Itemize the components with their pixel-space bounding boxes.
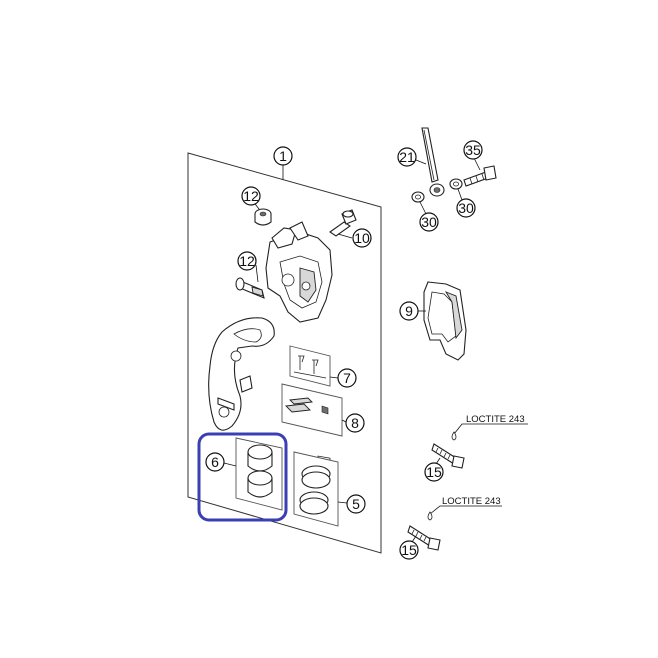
loctite-note-1: LOCTITE 243 [466, 414, 525, 425]
leader-12-mid [255, 264, 259, 283]
caliper-bracket-part [208, 317, 275, 431]
washer-part-30-left [411, 191, 425, 203]
banjo-bolt-part-35 [463, 165, 497, 187]
callout-10: 10 [352, 228, 372, 248]
kit-box-8 [281, 383, 343, 479]
callout-21: 21 [397, 147, 417, 167]
assembly-frame [187, 152, 382, 554]
svg-text:5: 5 [352, 496, 360, 512]
highlight-box-part-6 [197, 432, 288, 522]
piston-upper [247, 444, 273, 472]
leader-35 [473, 157, 481, 171]
callout-9: 9 [399, 301, 419, 321]
leader-loctite-1 [453, 423, 528, 435]
brake-pad-part-9 [423, 281, 467, 361]
washer-part-30-right [449, 178, 463, 190]
callout-5: 5 [346, 494, 366, 514]
drop-icon [427, 511, 433, 521]
leader-8 [341, 419, 347, 423]
callout-15-bottom: 15 [399, 540, 419, 560]
callout-1: 1 [273, 146, 293, 166]
leader-10 [337, 233, 353, 239]
cap-part-12-top [254, 208, 272, 226]
svg-text:30: 30 [421, 214, 437, 230]
svg-text:9: 9 [405, 303, 413, 319]
svg-text:35: 35 [465, 142, 481, 158]
svg-text:8: 8 [351, 415, 359, 431]
leader-6 [223, 462, 237, 467]
leader-5 [337, 501, 348, 504]
leader-30-right [457, 188, 463, 201]
bleeder-screw-part-10 [329, 209, 357, 237]
svg-text:15: 15 [401, 542, 417, 558]
callout-12-mid: 12 [237, 251, 257, 271]
kit-box-7 [289, 345, 331, 387]
drop-icon [451, 431, 457, 441]
callout-12-top: 12 [241, 186, 261, 206]
leader-7 [329, 376, 339, 379]
callout-30-left: 30 [419, 212, 439, 232]
brake-caliper-part [265, 221, 333, 323]
bolt-part-12-mid [235, 277, 265, 299]
screw-part-15-top [431, 443, 465, 469]
callout-15-top: 15 [424, 462, 444, 482]
svg-text:15: 15 [426, 464, 442, 480]
screw-part-15-bottom [407, 525, 441, 551]
callout-30-right: 30 [456, 198, 476, 218]
svg-text:12: 12 [239, 253, 255, 269]
svg-text:7: 7 [343, 370, 351, 386]
callout-7: 7 [337, 368, 357, 388]
leader-loctite-2 [429, 505, 502, 515]
oring-pair-lower [299, 491, 329, 515]
callout-6: 6 [205, 452, 225, 472]
brake-line-part-21 [421, 127, 445, 197]
loctite-note-2: LOCTITE 243 [442, 496, 501, 507]
svg-text:1: 1 [279, 148, 287, 164]
callout-35: 35 [463, 140, 483, 160]
svg-text:6: 6 [211, 454, 219, 470]
svg-text:30: 30 [458, 200, 474, 216]
pistons-box-6 [235, 437, 283, 511]
oring-pair-upper [301, 465, 331, 489]
leader-21 [415, 159, 427, 165]
svg-text:12: 12 [243, 188, 259, 204]
leader-30-left [419, 201, 427, 215]
leader-15-bottom [411, 535, 417, 543]
svg-text:21: 21 [399, 149, 415, 165]
callout-8: 8 [345, 413, 365, 433]
orings-box-5 [293, 451, 339, 527]
piston-lower [247, 470, 273, 498]
svg-text:10: 10 [354, 230, 370, 246]
